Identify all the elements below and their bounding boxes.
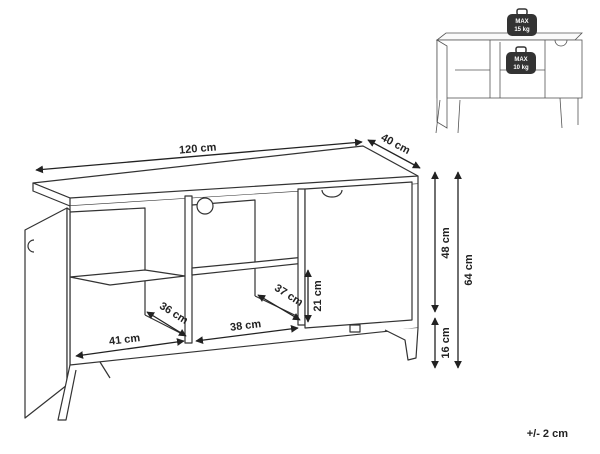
right-door-handle: [321, 189, 343, 198]
dimension-lines: [35, 138, 462, 369]
max-top-label: MAX: [515, 19, 528, 25]
middle-inner-depth-arrow: [257, 294, 301, 321]
middle-inner-height-label: 21 cm: [312, 280, 324, 311]
sideboard-drawing: [24, 145, 419, 421]
max-weight-shelf-icon: MAX 10 kg: [506, 46, 536, 74]
max-weight-top-icon: MAX 15 kg: [507, 8, 537, 36]
middle-inner-width-arrow: [195, 325, 299, 344]
width-label: 120 cm: [179, 141, 217, 156]
left-inner-width-label: 41 cm: [108, 332, 141, 348]
left-door-handle: [27, 239, 35, 253]
cable-hole: [196, 197, 214, 215]
total-height-label: 64 cm: [463, 254, 475, 285]
leg-front-left: [57, 364, 77, 421]
leg-back-left: [99, 361, 111, 379]
leg-front-right: [384, 327, 419, 361]
left-inner-depth-arrow: [146, 311, 187, 337]
left-inner-width-arrow: [75, 338, 185, 359]
middle-inner-width-label: 38 cm: [229, 318, 262, 334]
max-top-value: 15 kg: [514, 27, 530, 33]
max-shelf-label: MAX: [514, 57, 527, 63]
divider-left: [184, 195, 193, 344]
body-height-label: 48 cm: [440, 227, 452, 258]
width-arrow: [35, 138, 363, 174]
tolerance-note: +/- 2 cm: [527, 428, 568, 440]
thumbnail-sideboard: [435, 32, 583, 134]
left-door: [24, 207, 68, 419]
depth-arrow: [367, 139, 421, 169]
max-shelf-value: 10 kg: [513, 65, 529, 71]
leg-height-label: 16 cm: [440, 327, 452, 358]
depth-label: 40 cm: [379, 132, 412, 157]
